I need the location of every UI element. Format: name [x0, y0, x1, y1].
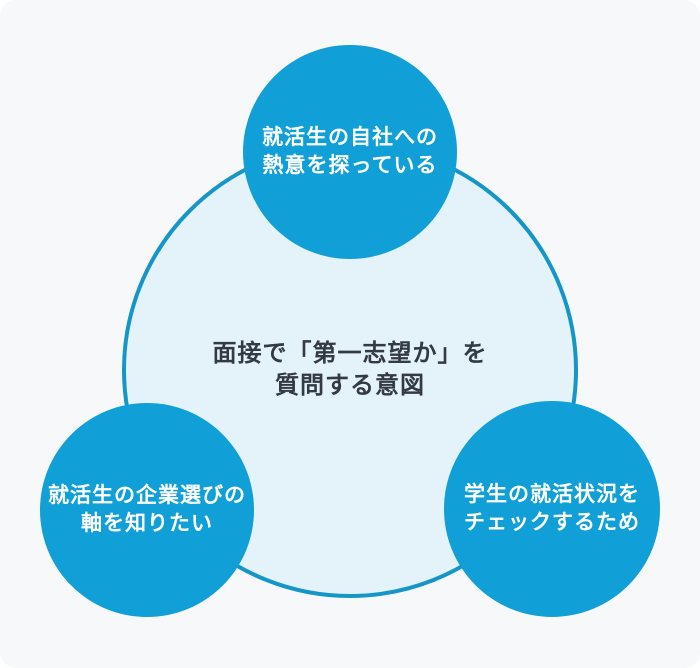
- reason-circle-top: 就活生の自社への 熱意を探っている: [243, 45, 457, 259]
- reason-circle-bottom-right: 学生の就活状況を チェックするため: [444, 401, 660, 617]
- reason-bottom-right-line-1: 学生の就活状況を: [464, 482, 640, 506]
- reason-bottom-left-line-1: 就活生の企業選びの: [48, 483, 246, 507]
- reason-top-line-1: 就活生の自社への: [262, 125, 438, 149]
- reason-label-top: 就活生の自社への 熱意を探っている: [262, 124, 438, 181]
- center-title: 面接で「第一志望か」を 質問する意図: [213, 338, 488, 403]
- reason-top-line-2: 熱意を探っている: [262, 154, 438, 177]
- reason-label-bottom-right: 学生の就活状況を チェックするため: [464, 481, 640, 538]
- reason-label-bottom-left: 就活生の企業選びの 軸を知りたい: [48, 482, 246, 539]
- reason-circle-bottom-left: 就活生の企業選びの 軸を知りたい: [40, 403, 254, 617]
- center-title-line-1: 面接で「第一志望か」を: [212, 339, 488, 367]
- reason-bottom-left-line-2: 軸を知りたい: [81, 512, 213, 535]
- reason-bottom-right-line-2: チェックするため: [464, 511, 640, 534]
- center-title-line-2: 質問する意図: [275, 372, 425, 399]
